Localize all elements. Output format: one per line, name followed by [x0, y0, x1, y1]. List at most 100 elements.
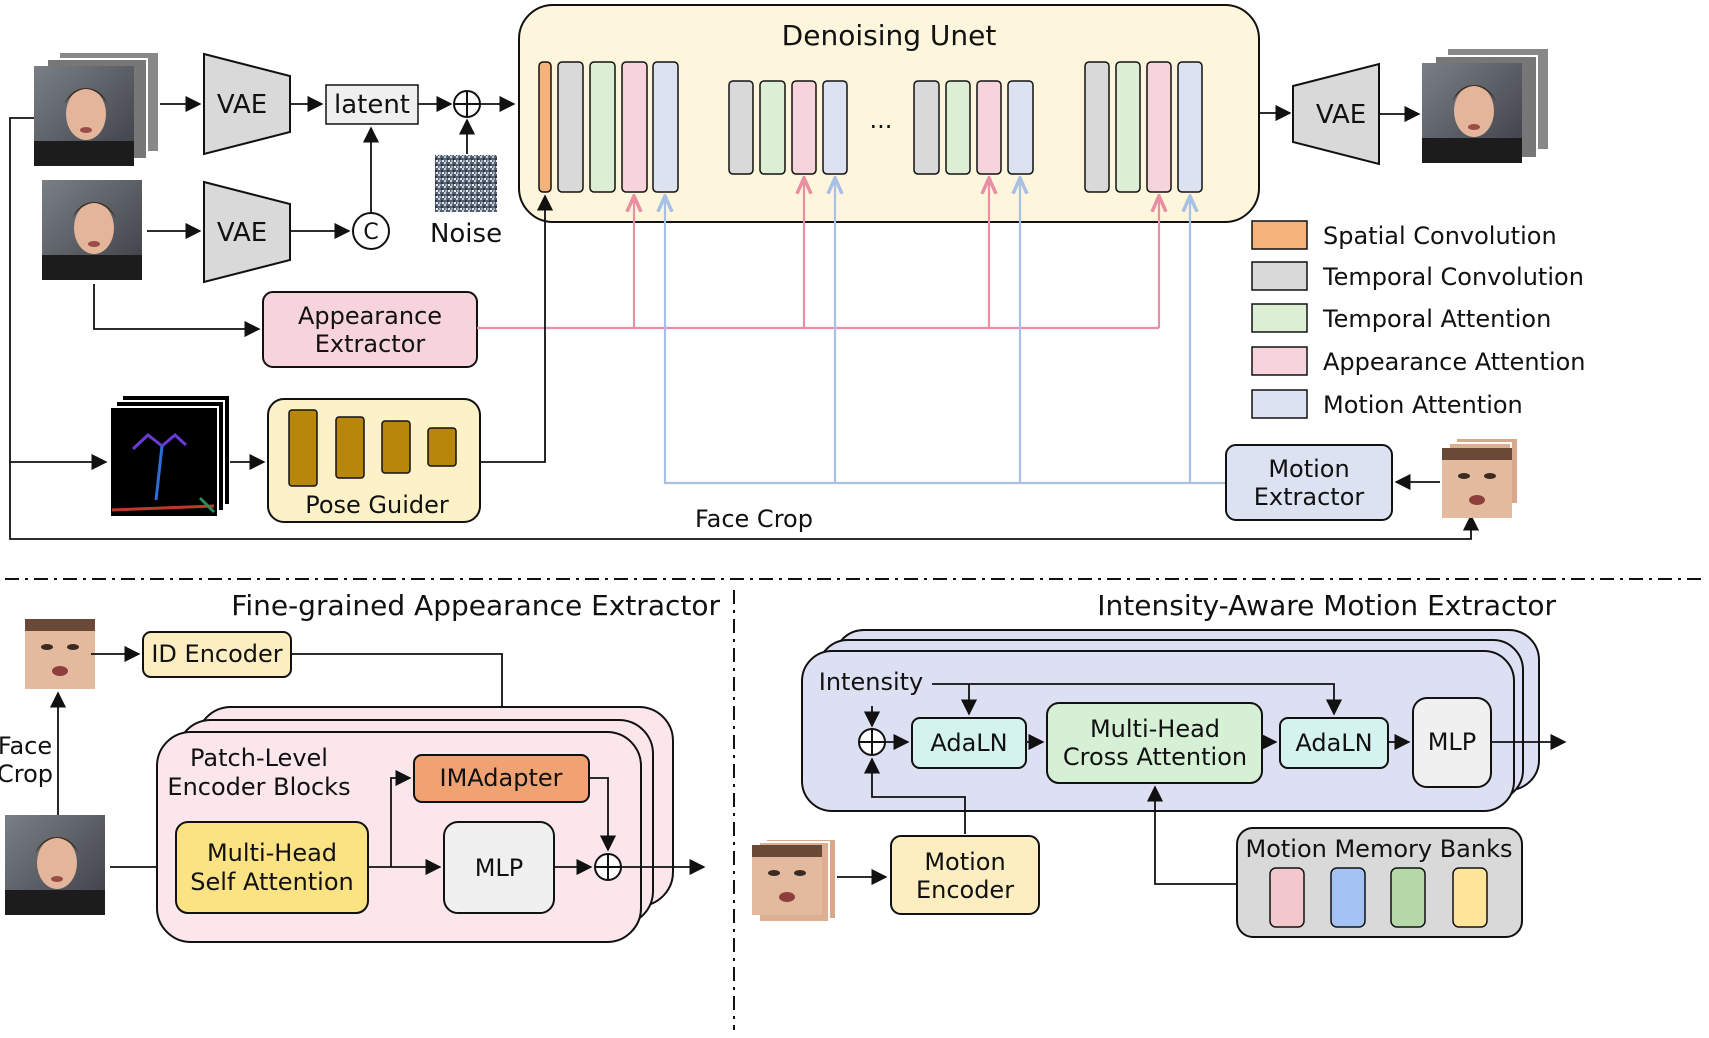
mlp-box-right: MLP [1412, 697, 1492, 788]
motion-encoder-label-1: Motion [924, 848, 1005, 876]
unet-block-temporal-conv [557, 61, 584, 193]
motion-condition-lines [665, 178, 1226, 485]
bottom-right-arrows [837, 683, 1567, 886]
input-video-frames [34, 51, 160, 166]
legend-label: Temporal Attention [1322, 305, 1551, 333]
imadapter-label: IMAdapter [440, 764, 563, 792]
unet-block-temporal-attn [589, 61, 616, 193]
latent-label: latent [334, 90, 410, 120]
unet-block-temporal-conv [728, 80, 754, 175]
legend-label: Temporal Convolution [1322, 263, 1584, 291]
latent-box: latent [325, 84, 419, 125]
vae-encoder-top: VAE [203, 52, 291, 156]
motion-extractor-box: Motion Extractor [1225, 444, 1393, 521]
face-crop-label-top: Face Crop [695, 505, 813, 533]
legend-label: Motion Attention [1323, 391, 1523, 419]
reference-image [42, 180, 142, 280]
unet-block-appearance-attn [621, 61, 648, 193]
appearance-extractor-label-1: Appearance [298, 302, 442, 330]
denoising-unet: Denoising Unet ... [518, 4, 1260, 223]
concat-symbol: C [363, 220, 378, 245]
pose-guider-label: Pose Guider [305, 491, 449, 519]
unet-block-motion-attn [652, 61, 679, 193]
add-node-bottom-left [594, 853, 622, 881]
motion-extractor-label-1: Motion [1268, 455, 1349, 483]
output-video-frames [1422, 47, 1550, 163]
legend-label: Appearance Attention [1323, 348, 1586, 376]
unet-block-temporal-conv [913, 80, 940, 175]
adaln-box-2: AdaLN [1279, 717, 1389, 769]
legend-swatch-spatial-conv [1251, 220, 1308, 250]
reference-image-bottom [5, 815, 105, 915]
noise-label: Noise [430, 219, 502, 249]
unet-ellipsis: ... [870, 106, 893, 134]
vae-top-label: VAE [217, 90, 267, 120]
pose-guider-box: Pose Guider [267, 398, 481, 523]
face-crop-frames-top [1442, 437, 1519, 518]
appearance-extractor-label-2: Extractor [315, 330, 426, 358]
motion-encoder-label-2: Encoder [916, 876, 1014, 904]
face-crop-label-left-2: Crop [0, 760, 53, 788]
legend-swatch-appearance-attn [1251, 346, 1308, 376]
vae-right-label: VAE [1316, 100, 1366, 130]
pose-sequence-images [109, 394, 231, 518]
patch-level-label-1: Patch-Level [190, 744, 328, 772]
unet-block-spatial-conv [538, 61, 552, 193]
add-node-bottom-right [858, 728, 886, 756]
motion-encoder-box: Motion Encoder [890, 835, 1040, 915]
self-attention-box: Multi-Head Self Attention [175, 821, 369, 914]
unet-block-appearance-attn [976, 80, 1002, 175]
unet-blocks [538, 61, 1203, 193]
noise-image: Noise [430, 155, 502, 249]
add-node-top [453, 90, 481, 118]
unet-title: Denoising Unet [782, 19, 997, 52]
intensity-label: Intensity [819, 668, 923, 696]
memory-bank-yellow [1452, 867, 1488, 928]
unet-block-motion-attn [822, 80, 848, 175]
memory-bank-green [1390, 867, 1426, 928]
unet-block-motion-attn [1007, 80, 1034, 175]
unet-block-temporal-conv [1084, 61, 1110, 193]
unet-block-temporal-attn [1115, 61, 1141, 193]
id-encoder-label: ID Encoder [151, 640, 282, 668]
legend-label: Spatial Convolution [1323, 222, 1557, 250]
adaln-2-label: AdaLN [1295, 729, 1372, 757]
vae-encoder-bottom: VAE [203, 180, 291, 284]
imadapter-box: IMAdapter [413, 754, 590, 803]
unet-block-motion-attn [1177, 61, 1203, 193]
cross-attn-label-2: Cross Attention [1063, 743, 1247, 771]
legend-swatch-motion-attn [1251, 389, 1308, 419]
motion-memory-banks: Motion Memory Banks [1236, 827, 1523, 938]
id-encoder-box: ID Encoder [142, 631, 292, 678]
memory-bank-blue [1330, 867, 1366, 928]
mlp-box-left: MLP [443, 821, 555, 914]
memory-banks-label: Motion Memory Banks [1245, 835, 1512, 863]
motion-extractor-title: Intensity-Aware Motion Extractor [1097, 589, 1556, 622]
mlp-left-label: MLP [475, 854, 524, 882]
appearance-condition-lines [477, 178, 1159, 330]
legend-swatch-temporal-attn [1251, 303, 1308, 333]
face-crop-label-left-1: Face [0, 732, 52, 760]
unet-block-temporal-attn [945, 80, 971, 175]
unet-block-appearance-attn [1146, 61, 1172, 193]
appearance-extractor-box: Appearance Extractor [262, 291, 478, 368]
legend-swatch-temporal-conv [1251, 261, 1308, 291]
concat-node: C [352, 212, 390, 250]
adaln-box-1: AdaLN [911, 717, 1027, 769]
reference-to-appearance-arrow [93, 284, 261, 338]
bottom-left-arrows [368, 769, 706, 876]
adaln-1-label: AdaLN [930, 729, 1007, 757]
top-left-arrows [147, 95, 516, 240]
cross-attn-label-1: Multi-Head [1090, 715, 1220, 743]
patch-level-label-2: Encoder Blocks [167, 773, 350, 801]
cross-attention-box: Multi-Head Cross Attention [1046, 702, 1263, 784]
vae-decoder-right: VAE [1292, 62, 1380, 166]
driving-video-routing [9, 117, 1480, 540]
motion-extractor-label-2: Extractor [1254, 483, 1365, 511]
unet-block-temporal-attn [759, 80, 786, 175]
self-attn-label-1: Multi-Head [207, 839, 337, 867]
vae-bottom-label: VAE [217, 218, 267, 248]
